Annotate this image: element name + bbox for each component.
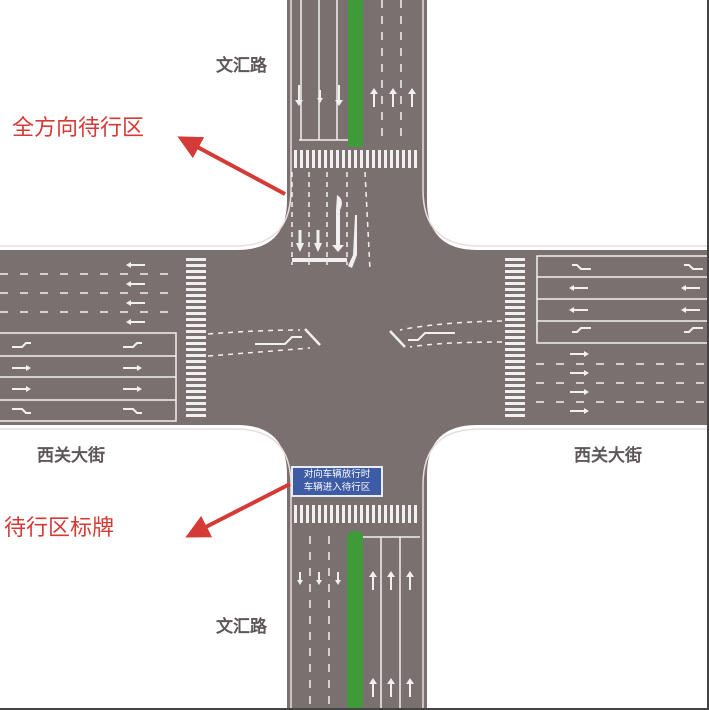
sign-line-1: 对向车辆放行时 — [303, 469, 371, 480]
north-waiting-area — [291, 171, 371, 271]
west-road-name: 西关大街 — [37, 446, 105, 466]
south-approach — [292, 505, 420, 710]
north-approach — [292, 0, 418, 168]
callout-arrows — [177, 136, 291, 538]
north-road-name: 文汇路 — [216, 56, 267, 76]
waiting-area-callout: 全方向待行区 — [12, 116, 145, 141]
waiting-area-sign: 对向车辆放行时 车辆进入待行区 — [291, 466, 383, 497]
south-road-name: 文汇路 — [216, 617, 267, 637]
west-approach — [0, 258, 206, 422]
waiting-sign-callout: 待行区标牌 — [4, 516, 115, 541]
east-road-name: 西关大街 — [574, 446, 642, 466]
center-waiting-areas — [207, 320, 503, 357]
east-approach — [505, 255, 709, 418]
sign-line-2: 车辆进入待行区 — [303, 481, 371, 493]
